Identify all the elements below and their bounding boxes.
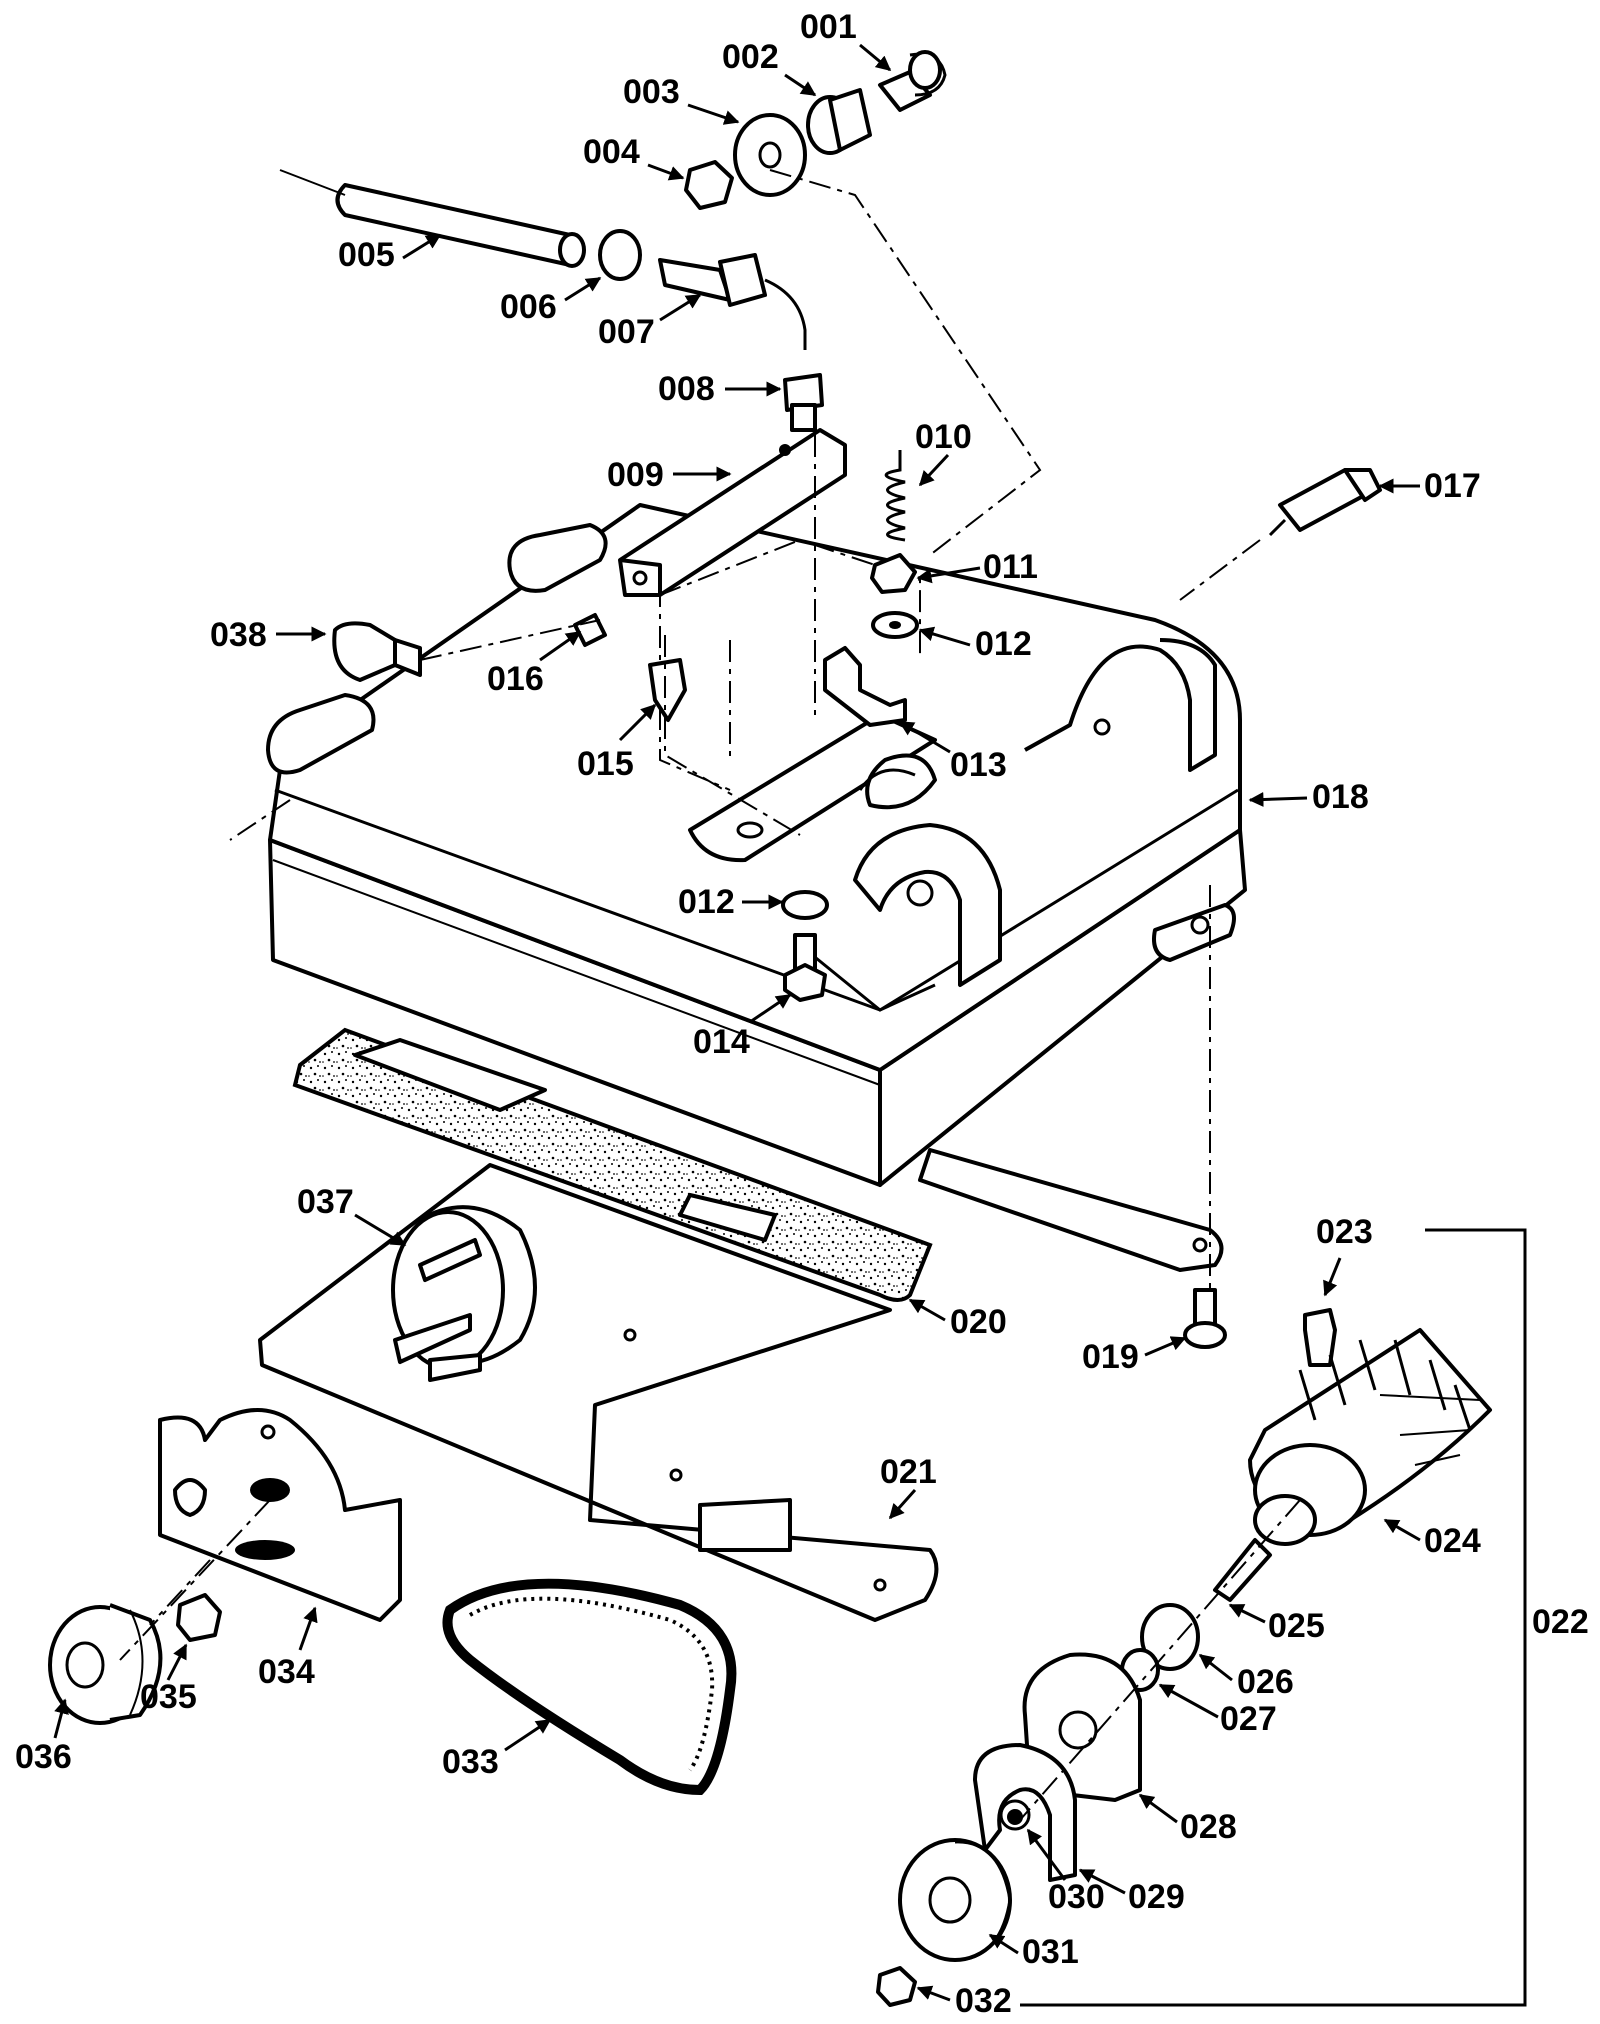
label-032: 032 — [955, 1982, 1012, 2020]
label-030: 030 — [1048, 1878, 1105, 1916]
washer-003 — [733, 113, 807, 197]
screw-014 — [783, 933, 827, 1002]
motor-bracket-034 — [158, 1408, 402, 1622]
fitting-038 — [332, 621, 422, 682]
fitting-007 — [658, 253, 807, 350]
fitting-001 — [878, 50, 947, 112]
bracket-013 — [823, 646, 907, 727]
callout-labels: 001 002 003 004 005 006 007 008 009 010 … — [15, 8, 1589, 2020]
label-037: 037 — [297, 1183, 354, 1221]
label-001: 001 — [800, 8, 857, 46]
label-015: 015 — [577, 745, 634, 783]
label-012a: 012 — [975, 625, 1032, 663]
washer-030 — [1007, 1809, 1023, 1825]
pulley-031 — [898, 1838, 1012, 1962]
label-024: 024 — [1424, 1522, 1481, 1560]
gasket-020 — [292, 1027, 933, 1302]
fitting-002 — [806, 88, 872, 155]
label-008: 008 — [658, 370, 715, 408]
fitting-008 — [783, 373, 824, 432]
label-034: 034 — [258, 1653, 315, 1691]
ferrule-006 — [598, 229, 642, 281]
plate-029 — [973, 1743, 1077, 1882]
label-036: 036 — [15, 1738, 72, 1776]
label-004: 004 — [583, 133, 640, 171]
label-031: 031 — [1022, 1933, 1079, 1971]
label-019: 019 — [1082, 1338, 1139, 1376]
nut-035 — [176, 1593, 222, 1642]
label-028: 028 — [1180, 1808, 1237, 1846]
assembly-022-bracket — [1020, 1228, 1527, 2007]
shaft-025 — [1213, 1538, 1272, 1602]
fan-rotor-024 — [1248, 1328, 1492, 1546]
label-012b: 012 — [678, 883, 735, 921]
label-009: 009 — [607, 456, 664, 494]
label-016: 016 — [487, 660, 544, 698]
label-023: 023 — [1316, 1213, 1373, 1251]
label-033: 033 — [442, 1743, 499, 1781]
label-025: 025 — [1268, 1607, 1325, 1645]
washer-012-lower — [781, 890, 829, 920]
label-017: 017 — [1424, 467, 1481, 505]
fitting-015 — [648, 658, 687, 722]
label-027: 027 — [1220, 1700, 1277, 1738]
label-020: 020 — [950, 1303, 1007, 1341]
assembly-lines — [119, 169, 1301, 1821]
belt-033 — [442, 1578, 737, 1796]
label-022: 022 — [1532, 1603, 1589, 1641]
label-011: 011 — [983, 548, 1038, 586]
label-013: 013 — [950, 746, 1007, 784]
label-014: 014 — [693, 1023, 750, 1061]
bar-009 — [618, 428, 847, 597]
pin-016 — [573, 613, 607, 647]
screw-019 — [1183, 1288, 1227, 1349]
label-007: 007 — [598, 313, 655, 351]
label-010: 010 — [915, 418, 972, 456]
nut-032 — [876, 1966, 917, 2007]
bushing-026 — [1140, 1603, 1200, 1671]
label-006: 006 — [500, 288, 557, 326]
label-005: 005 — [338, 236, 395, 274]
label-038: 038 — [210, 616, 267, 654]
fitting-017 — [1268, 468, 1382, 537]
label-026: 026 — [1237, 1663, 1294, 1701]
spring-010 — [884, 450, 906, 542]
nut-004 — [684, 160, 734, 210]
label-002: 002 — [722, 38, 779, 76]
label-018: 018 — [1312, 778, 1369, 816]
bolt-023 — [1303, 1308, 1337, 1367]
label-035: 035 — [140, 1678, 197, 1716]
label-003: 003 — [623, 73, 680, 111]
housing-body — [266, 503, 1247, 1187]
motor-037 — [391, 1205, 537, 1382]
nut-011 — [870, 553, 917, 594]
pulley-036 — [48, 1603, 163, 1725]
tube-005 — [279, 169, 586, 268]
label-029: 029 — [1128, 1878, 1185, 1916]
label-021: 021 — [880, 1453, 937, 1491]
